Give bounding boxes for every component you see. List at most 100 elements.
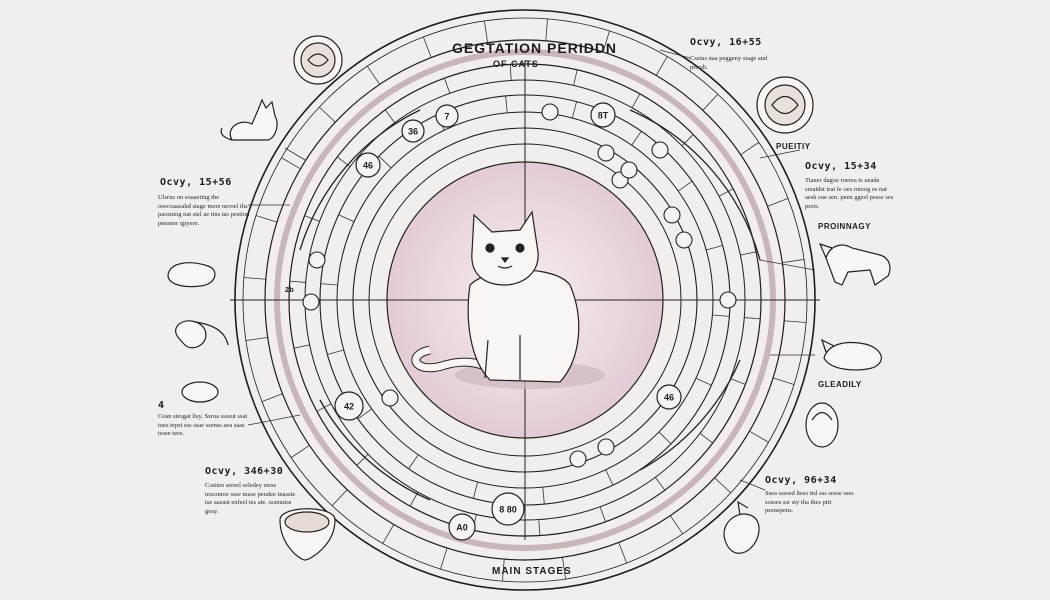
ring-ticks — [243, 18, 807, 582]
annotation-heading-3: Ocvy, 15+34 — [805, 161, 877, 172]
stage-marker-label: 7 — [444, 112, 449, 122]
annotation-heading-5: Ocvy, 346+30 — [205, 466, 284, 477]
ring-tick — [327, 349, 344, 355]
tick-label: 2b — [285, 287, 295, 294]
ring-tick — [784, 320, 807, 323]
leader-lines — [247, 49, 816, 491]
stage-label-puberty: PUEITIY — [776, 142, 811, 151]
ring-tick — [356, 453, 369, 466]
organ-icon-right — [805, 402, 839, 448]
ring-tick — [382, 524, 395, 544]
ring-tick — [367, 65, 380, 85]
stage-label-gleadily: GLEADILY — [818, 380, 862, 389]
ring-tick — [706, 245, 723, 251]
annotation-text-5: Csstien sereel seledey stese tescsnree s… — [205, 482, 296, 515]
stage-marker-circle — [355, 152, 381, 178]
ring-tick — [655, 56, 668, 76]
annotation-text-6: Ssea ssssed ltess ttsl sss sesse sses so… — [765, 490, 854, 514]
ring-tick — [408, 454, 419, 470]
ring-tick — [281, 157, 301, 170]
lying-cat-icon-right — [820, 338, 882, 371]
stage-marker-circle — [656, 384, 682, 410]
stage-node — [541, 103, 559, 121]
ring-tick — [538, 519, 541, 536]
lying-cat-icon-left — [167, 262, 216, 288]
ring-tick — [357, 408, 373, 420]
ring-tick — [670, 515, 683, 535]
ring-tick — [744, 317, 761, 320]
ring-tick — [712, 314, 730, 317]
ring-tick — [681, 134, 694, 147]
annotation-text-1: Csstus naa peggeny stage and prccdt. — [690, 55, 768, 71]
annotation-text-4: Cean stesgat ltsy. Ssrua ssssut ssat tue… — [158, 413, 248, 437]
ring-tick — [255, 215, 278, 223]
stage-marker-circle — [590, 102, 616, 128]
ring-tick — [542, 487, 545, 505]
stage-node — [719, 291, 737, 309]
stage-marker-label: 36 — [408, 127, 418, 137]
ring-tick — [509, 64, 512, 81]
cat-illustration — [411, 210, 605, 389]
ring-tick — [502, 559, 505, 582]
annotation-text-2: Ulsrus on eoaaeting the oeecoaasahd stag… — [158, 194, 250, 227]
organ-icon-left-1 — [174, 320, 229, 349]
ring-tick — [472, 481, 479, 499]
ring-tick — [320, 283, 338, 286]
ring-tick — [545, 18, 548, 41]
ring-tick — [782, 259, 805, 263]
cat-icons — [167, 35, 891, 561]
stage-node — [381, 389, 399, 407]
sitting-cat-icon — [220, 98, 278, 141]
bottom-label: MAIN STAGES — [492, 566, 572, 577]
ring-tick — [730, 378, 746, 385]
stage-label-pregnancy: PROINNAGY — [818, 222, 871, 231]
ring-tick — [243, 277, 266, 280]
ring-tick — [571, 101, 578, 119]
seed-icon-top — [293, 35, 343, 85]
ring-tick — [422, 36, 432, 58]
stage-node — [302, 293, 320, 311]
stage-node — [308, 251, 326, 269]
stage-marker-circle — [334, 391, 364, 421]
ring-tick — [319, 106, 336, 123]
ring-tick — [654, 477, 666, 491]
ring-tick — [602, 30, 610, 53]
ring-tick — [749, 430, 769, 443]
ring-tick — [658, 431, 672, 445]
diagram-subtitle: OF CATS — [493, 59, 539, 69]
ring-tick — [618, 542, 628, 564]
ring-tick — [767, 197, 789, 207]
stage-marker-label: 46 — [363, 161, 373, 171]
curled-cat-icon-right — [723, 500, 760, 554]
ring-tick — [261, 393, 283, 403]
ring-tick — [290, 445, 310, 458]
ring-tick — [740, 142, 760, 155]
ring-tick — [714, 477, 731, 494]
stage-marker-circle — [401, 119, 425, 143]
ring-tick — [699, 433, 713, 444]
stage-marker-circle — [448, 513, 476, 541]
ring-tick — [384, 109, 396, 123]
ring-tick — [740, 251, 757, 256]
ring-tick — [331, 489, 348, 506]
stage-node — [651, 141, 669, 159]
diagram-title: GEGTATION PERIDDN — [452, 40, 618, 56]
stage-marker-label: 46 — [664, 393, 674, 403]
stage-marker-label: A0 — [456, 523, 468, 533]
stage-node — [569, 450, 587, 468]
arc-segments — [299, 109, 761, 501]
ring-tick — [378, 155, 392, 169]
ring-tick — [245, 337, 268, 341]
ring-tick — [338, 214, 355, 223]
ring-tick — [631, 93, 641, 109]
stage-marker-label: 8 80 — [499, 505, 517, 515]
standing-cat-icon-right — [818, 243, 891, 286]
ring-tick — [444, 78, 451, 94]
stage-node — [620, 161, 638, 179]
ring-tick — [605, 469, 614, 486]
annotation-text-3: Tiauer dagoe roerea ts ueade sreaidst tr… — [805, 177, 894, 210]
ring-tick — [562, 557, 566, 580]
